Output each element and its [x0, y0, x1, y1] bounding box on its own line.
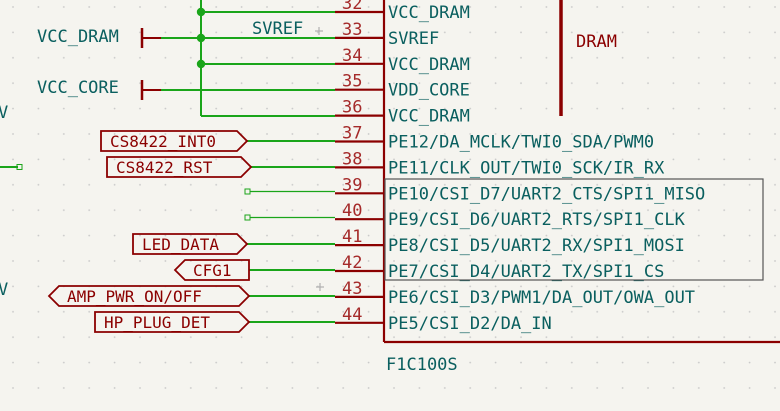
pin-37[interactable]: 37 PE12/DA_MCLK/TWI0_SDA/PWM0 [335, 124, 654, 153]
hier-label[interactable]: CS8422_RST [106, 156, 253, 178]
pin-38[interactable]: 38 PE11/CLK_OUT/TWI0_SCK/IR_RX [335, 149, 665, 178]
pin-number: 32 [342, 0, 362, 14]
pin-name: VDD_CORE [388, 81, 470, 101]
anchor-cross [316, 283, 324, 291]
hier-label-text: CS8422_RST [116, 158, 213, 177]
pin-number: 34 [342, 46, 362, 66]
pin-number: 44 [342, 305, 362, 325]
unconnected-stubs [250, 190, 335, 219]
junction-dot [196, 7, 206, 17]
pin-number: 39 [342, 175, 362, 195]
hier-label-outline [132, 233, 249, 255]
edge-fragment-text: V [0, 280, 8, 300]
hier-label-text: AMP_PWR_ON/OFF [67, 287, 202, 306]
pin-number: 42 [342, 253, 362, 273]
hier-label-outline [100, 130, 249, 152]
pin-name: PE6/CSI_D3/PWM1/DA_OUT/OWA_OUT [388, 288, 695, 308]
pin-name: PE12/DA_MCLK/TWI0_SDA/PWM0 [388, 133, 654, 153]
pin-number: 35 [342, 72, 362, 92]
hier-label[interactable]: CFG1 [173, 259, 250, 281]
junction-dot [196, 59, 206, 69]
hier-label-outline [47, 285, 251, 307]
power-label-vcc-dram: VCC_DRAM [37, 27, 119, 47]
pin-44[interactable]: 44 PE5/CSI_D2/DA_IN [335, 305, 552, 334]
junctions [196, 7, 206, 69]
pin-name: PE9/CSI_D6/UART2_RTS/SPI1_CLK [388, 210, 686, 230]
pin-name: VCC_DRAM [388, 3, 470, 23]
hier-label-outline [173, 259, 250, 281]
component-unit-name: DRAM [576, 32, 617, 52]
pin-name: VCC_DRAM [388, 55, 470, 75]
pin-name: SVREF [388, 29, 439, 49]
hier-label[interactable]: CS8422_INT0 [100, 130, 249, 152]
pin-40[interactable]: 40 PE9/CSI_D6/UART2_RTS/SPI1_CLK [335, 201, 686, 230]
component-reference: F1C100S [386, 355, 458, 375]
power-symbol-vcc-dram[interactable]: VCC_DRAM [37, 27, 161, 48]
net-label-svref[interactable]: SVREF [252, 19, 303, 39]
pin-name: PE7/CSI_D4/UART2_TX/SPI1_CS [388, 262, 664, 282]
hier-label-text: CS8422_INT0 [110, 132, 216, 151]
pin-36[interactable]: 36 VCC_DRAM [335, 98, 470, 127]
power-label-vcc-core: VCC_CORE [37, 78, 119, 98]
unconnected-end-marker [16, 164, 23, 170]
wires [0, 0, 335, 323]
hier-label[interactable]: AMP_PWR_ON/OFF [47, 285, 251, 307]
pin-name: PE11/CLK_OUT/TWI0_SCK/IR_RX [388, 158, 665, 178]
pin-number: 33 [342, 20, 362, 40]
pin-number: 36 [342, 98, 362, 118]
power-symbol-vcc-core[interactable]: VCC_CORE [37, 78, 161, 100]
pin-number: 43 [342, 279, 362, 299]
pin-41[interactable]: 41 PE8/CSI_D5/UART2_RX/SPI1_MOSI [335, 227, 685, 256]
pin-33[interactable]: 33 SVREF [335, 20, 439, 49]
pin-42[interactable]: 42 PE7/CSI_D4/UART2_TX/SPI1_CS [335, 253, 664, 282]
hier-label-text: CFG1 [193, 261, 232, 280]
pin-number: 37 [342, 124, 362, 144]
pin-name: PE5/CSI_D2/DA_IN [388, 314, 552, 334]
hier-label[interactable]: LED_DATA [132, 233, 249, 255]
hier-label-text: LED_DATA [142, 235, 219, 254]
pin-34[interactable]: 34 VCC_DRAM [335, 46, 470, 75]
pin-number: 41 [342, 227, 362, 247]
pin-35[interactable]: 35 VDD_CORE [335, 72, 470, 101]
hier-label[interactable]: HP_PLUG_DET [94, 311, 251, 333]
pin-name: VCC_DRAM [388, 107, 470, 127]
hier-label-outline [94, 311, 251, 333]
pin-number: 38 [342, 149, 362, 169]
pin-name: PE8/CSI_D5/UART2_RX/SPI1_MOSI [388, 236, 685, 256]
junction-dot [196, 33, 206, 43]
pin-32[interactable]: 32 VCC_DRAM [335, 0, 470, 23]
pin-number: 40 [342, 201, 362, 221]
edge-fragment-text: V [0, 103, 8, 123]
selection-box[interactable] [384, 178, 764, 281]
hier-label-outline [106, 156, 253, 178]
hier-label-text: HP_PLUG_DET [104, 313, 210, 332]
pin-43[interactable]: 43 PE6/CSI_D3/PWM1/DA_OUT/OWA_OUT [335, 279, 695, 308]
net-label-anchor-cross [315, 27, 323, 35]
component-f1c100s[interactable]: DRAM F1C100S [382, 0, 780, 375]
pin-name: PE10/CSI_D7/UART2_CTS/SPI1_MISO [388, 184, 705, 204]
pin-39[interactable]: 39 PE10/CSI_D7/UART2_CTS/SPI1_MISO [335, 175, 705, 204]
